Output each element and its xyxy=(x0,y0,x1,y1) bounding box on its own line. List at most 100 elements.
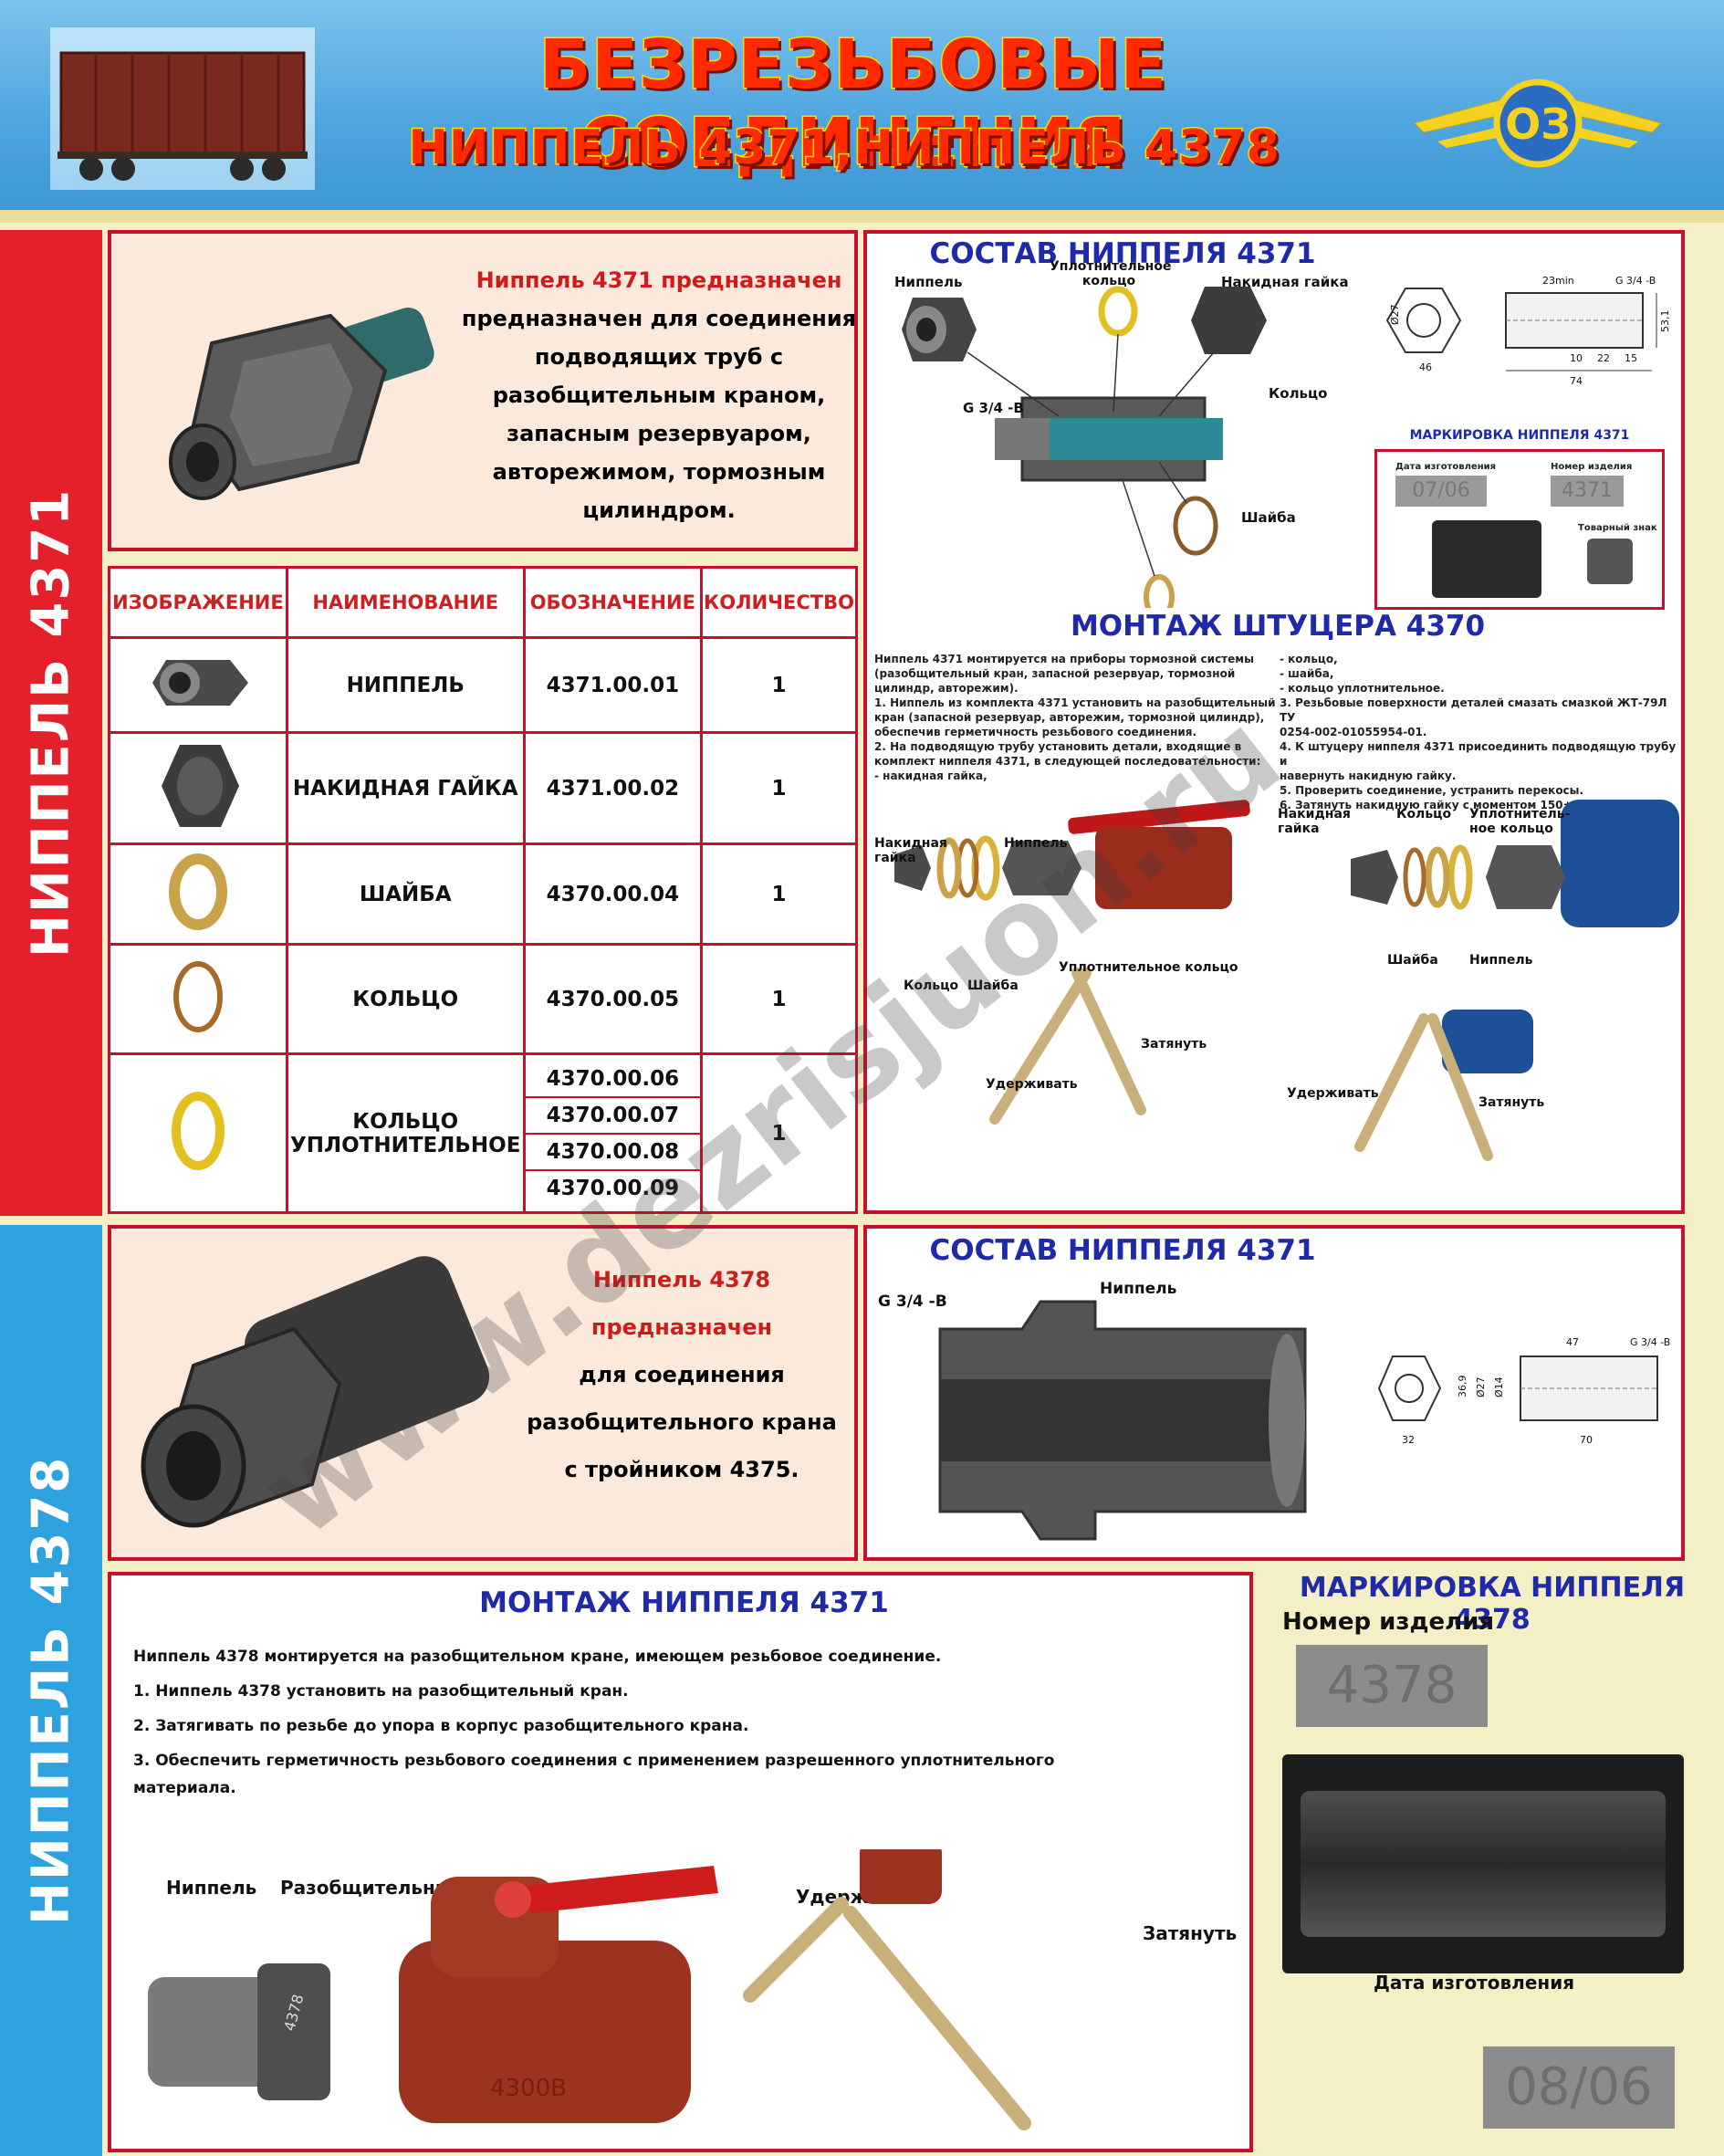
marking-4378-photo xyxy=(1282,1754,1684,1973)
label-mount-ring: Кольцо xyxy=(904,979,959,993)
mount-text-line: кран (запасной резервуар, авторежим, тор… xyxy=(874,711,1265,724)
part-name: КОЛЬЦО УПЛОТНИТЕЛЬНОЕ xyxy=(285,1052,526,1214)
dim-4378-thread: G 3/4 -B xyxy=(1630,1336,1670,1348)
dim-4378-l70: 70 xyxy=(1580,1434,1593,1446)
parts-table-panel: ИЗОБРАЖЕНИЕ НАИМЕНОВАНИЕ ОБОЗНАЧЕНИЕ КОЛ… xyxy=(108,566,858,1214)
part-code: 4370.00.05 xyxy=(522,943,704,1055)
col-header-name: НАИМЕНОВАНИЕ xyxy=(285,566,526,639)
label-washer: Шайба xyxy=(1241,509,1296,526)
page-subtitle: НИППЕЛЬ 4371,НИППЕЛЬ 4378 xyxy=(407,120,1280,177)
label-mount-tighten: Затянуть xyxy=(1141,1037,1207,1052)
label-bottom-tighten: Затянуть xyxy=(1143,1922,1238,1944)
composition-4378-panel: СОСТАВ НИППЕЛЯ 4371 G 3/4 -B Ниппель 47 … xyxy=(863,1225,1685,1561)
mount-text-line: 5. Проверить соединение, устранить перек… xyxy=(1280,784,1584,797)
intro-4378-lead1: Ниппель 4378 xyxy=(592,1267,771,1293)
parts-table: ИЗОБРАЖЕНИЕ НАИМЕНОВАНИЕ ОБОЗНАЧЕНИЕ КОЛ… xyxy=(108,566,858,1214)
mount-fitting-title: МОНТАЖ ШТУЦЕРА 4370 xyxy=(1070,610,1486,643)
mount-text-line: - накидная гайка, xyxy=(874,769,987,782)
mount-text-line: цилиндр, авторежим). xyxy=(874,682,1019,695)
part-code: 4370.00.09 xyxy=(546,1176,680,1200)
table-row: НИППЕЛЬ 4371.00.01 1 xyxy=(108,636,858,734)
mount-4371-panel: МОНТАЖ НИППЕЛЯ 4371 Ниппель 4378 монтиру… xyxy=(108,1572,1253,2152)
drawing-4378: 47 G 3/4 -B 36,9 Ø27 Ø14 32 70 xyxy=(1377,1336,1670,1446)
mount-4371-text: Ниппель 4378 монтируется на разобщительн… xyxy=(133,1639,1101,1802)
marking-4378-number-label: Номер изделия xyxy=(1282,1608,1495,1636)
mount-text-line: - кольцо уплотнительное. xyxy=(1280,682,1445,695)
label-mount-r-nipple: Ниппель xyxy=(1469,953,1533,968)
col-header-code: ОБОЗНАЧЕНИЕ xyxy=(522,566,704,639)
dim-4378-d27: Ø27 xyxy=(1475,1376,1487,1397)
part-name: ШАЙБА xyxy=(285,843,526,946)
marking-4378-title: МАРКИРОВКА НИППЕЛЯ 4378 xyxy=(1299,1572,1686,1636)
label-thread: G 3/4 -B xyxy=(963,400,1024,416)
label-bottom-nipple: Ниппель xyxy=(166,1877,257,1899)
marking-date-label: Дата изготовления xyxy=(1395,462,1497,472)
label-mount-washer: Шайба xyxy=(967,979,1019,993)
marking-number-value: 4371 xyxy=(1551,476,1624,507)
label-mount-r-ring: Кольцо xyxy=(1396,807,1452,822)
part-code: 4370.00.06 xyxy=(525,1062,701,1098)
exploded-view-4371 xyxy=(902,286,1267,608)
logo-text: ОЗ xyxy=(1505,99,1571,149)
dim-4378-l47: 47 xyxy=(1566,1336,1579,1348)
intro-4371-panel: Ниппель 4371 предназначен предназначен д… xyxy=(108,230,858,551)
intro-4371-line: цилиндром. xyxy=(582,497,736,523)
part-image-nipple xyxy=(108,636,288,734)
mount-text-line: 1. Ниппель из комплекта 4371 установить … xyxy=(874,696,1276,709)
dim-15: 15 xyxy=(1625,352,1637,364)
dim-h53: 53,1 xyxy=(1659,310,1671,333)
label-mount-r-tighten: Затянуть xyxy=(1478,1095,1545,1110)
mount-4371-step: 2. Затягивать по резьбе до упора в корпу… xyxy=(133,1717,749,1735)
marking-4378-date-value: 08/06 xyxy=(1483,2046,1675,2129)
mount-4371-title: МОНТАЖ НИППЕЛЯ 4371 xyxy=(479,1586,889,1619)
sidebar-label-4378: НИППЕЛЬ 4378 xyxy=(0,1225,102,2156)
label-mount-nipple: Ниппель xyxy=(1004,836,1068,851)
part-qty: 1 xyxy=(700,843,858,946)
marking-trademark-label: Товарный знак xyxy=(1578,523,1657,533)
mount-text-line: - шайба, xyxy=(1280,667,1334,680)
mount-text-line: 3. Резьбовые поверхности деталей смазать… xyxy=(1280,696,1667,724)
marking-number-label: Номер изделия xyxy=(1551,462,1633,472)
label-nipple: Ниппель xyxy=(894,274,963,290)
table-row: КОЛЬЦО УПЛОТНИТЕЛЬНОЕ 4370.00.06 4370.00… xyxy=(108,1052,858,1214)
part-qty: 1 xyxy=(700,1052,858,1214)
label-mount-r-washer: Шайба xyxy=(1387,953,1438,968)
composition-4378-title: СОСТАВ НИППЕЛЯ 4371 xyxy=(929,1234,1316,1267)
dim-10: 10 xyxy=(1570,352,1583,364)
label-mount-r-hold: Удерживать xyxy=(1287,1086,1379,1101)
marking-4378-number-value: 4378 xyxy=(1296,1645,1488,1727)
dim-l74: 74 xyxy=(1570,375,1583,387)
intro-4371-lead: Ниппель 4371 предназначен xyxy=(475,267,842,293)
mount-text-line: 0254-002-01055954-01. xyxy=(1280,726,1427,738)
dim-4378-w32: 32 xyxy=(1402,1434,1415,1446)
intro-4371-text: Ниппель 4371 предназначен предназначен д… xyxy=(458,261,860,529)
mount-text-line: обеспечив герметичность резьбового соеди… xyxy=(874,726,1197,738)
intro-4371-line: предназначен для соединения xyxy=(461,306,857,331)
marking-date-value: 07/06 xyxy=(1395,476,1487,507)
nipple-4378-image xyxy=(141,1256,490,1528)
intro-4378-lead2: предназначен xyxy=(590,1314,773,1340)
part-image-seal-ring xyxy=(108,1052,288,1214)
part-qty: 1 xyxy=(700,731,858,845)
mount-text-line: (разобщительный кран, запасной резервуар… xyxy=(874,667,1236,680)
label-mount-hold: Удерживать xyxy=(986,1077,1078,1092)
intro-4378-line: для соединения xyxy=(579,1362,785,1387)
label-mount-nut: Накидная гайка xyxy=(874,836,947,865)
label-4378-thread: G 3/4 -B xyxy=(878,1293,947,1311)
mount-4371-intro: Ниппель 4378 монтируется на разобщительн… xyxy=(133,1648,942,1666)
freight-wagon-image xyxy=(50,27,315,190)
page-title: БЕЗРЕЗЬБОВЫЕ СОЕДИНЕНИЯ xyxy=(538,25,1168,184)
table-row: ШАЙБА 4370.00.04 1 xyxy=(108,843,858,946)
mount-text-line: комплект ниппеля 4371, в следующей после… xyxy=(874,755,1261,768)
part-codes: 4370.00.06 4370.00.07 4370.00.08 4370.00… xyxy=(522,1052,704,1214)
drawing-4371: Ø27 46 23min G 3/4 -B 53,1 10 22 15 74 xyxy=(1385,275,1671,387)
col-header-image: ИЗОБРАЖЕНИЕ xyxy=(108,566,288,639)
mount-text-line: навернуть накидную гайку. xyxy=(1280,769,1457,782)
label-4378-nipple: Ниппель xyxy=(1100,1280,1177,1298)
part-code: 4370.00.08 xyxy=(525,1135,701,1171)
part-code: 4370.00.04 xyxy=(522,843,704,946)
assembly-left-illustration xyxy=(894,800,1250,1125)
valve-code-mark: 4300В xyxy=(490,2075,567,2102)
mount-fitting-right-text: - кольцо, - шайба, - кольцо уплотнительн… xyxy=(1280,652,1681,812)
dim-d27: Ø27 xyxy=(1389,304,1401,325)
